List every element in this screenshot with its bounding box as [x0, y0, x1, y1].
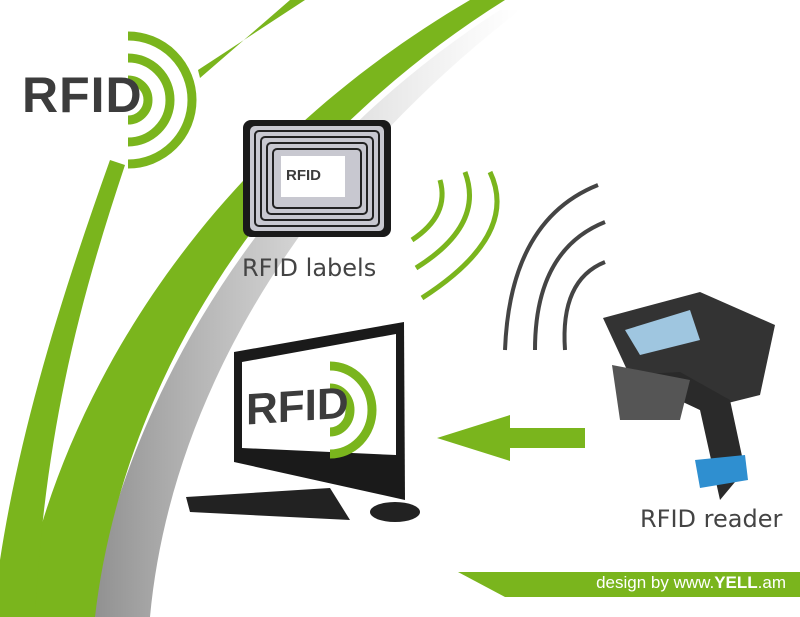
- keyboard-icon: [186, 488, 350, 520]
- monitor-screen-text: RFID: [246, 378, 349, 435]
- tag-label-text: RFID: [286, 167, 321, 184]
- rfid-labels-caption: RFID labels: [242, 254, 377, 282]
- rfid-reader-icon: [603, 292, 775, 500]
- credit-prefix: design by www.: [596, 573, 715, 592]
- credit-suffix: .am: [757, 573, 786, 592]
- swoosh-shadow: [90, 10, 520, 617]
- credit-band: [458, 572, 800, 597]
- tag-inner-label: RFID: [281, 156, 345, 197]
- logo-text: RFID: [22, 67, 143, 123]
- design-credit: design by www.YELL.am: [596, 573, 786, 593]
- swoosh-green: [20, 0, 505, 617]
- mouse-icon: [370, 502, 420, 522]
- computer-icon: [186, 322, 420, 522]
- logo-waves-icon: [127, 31, 197, 169]
- tag-signal-waves-icon: [410, 170, 500, 301]
- rfid-reader-caption: RFID reader: [640, 505, 783, 533]
- swoosh-thin-stroke: [198, 0, 305, 78]
- reader-signal-waves-icon: [503, 183, 606, 351]
- data-flow-arrow-icon: [437, 415, 585, 461]
- swoosh-left-band: [0, 160, 125, 617]
- credit-brand: YELL: [714, 573, 758, 592]
